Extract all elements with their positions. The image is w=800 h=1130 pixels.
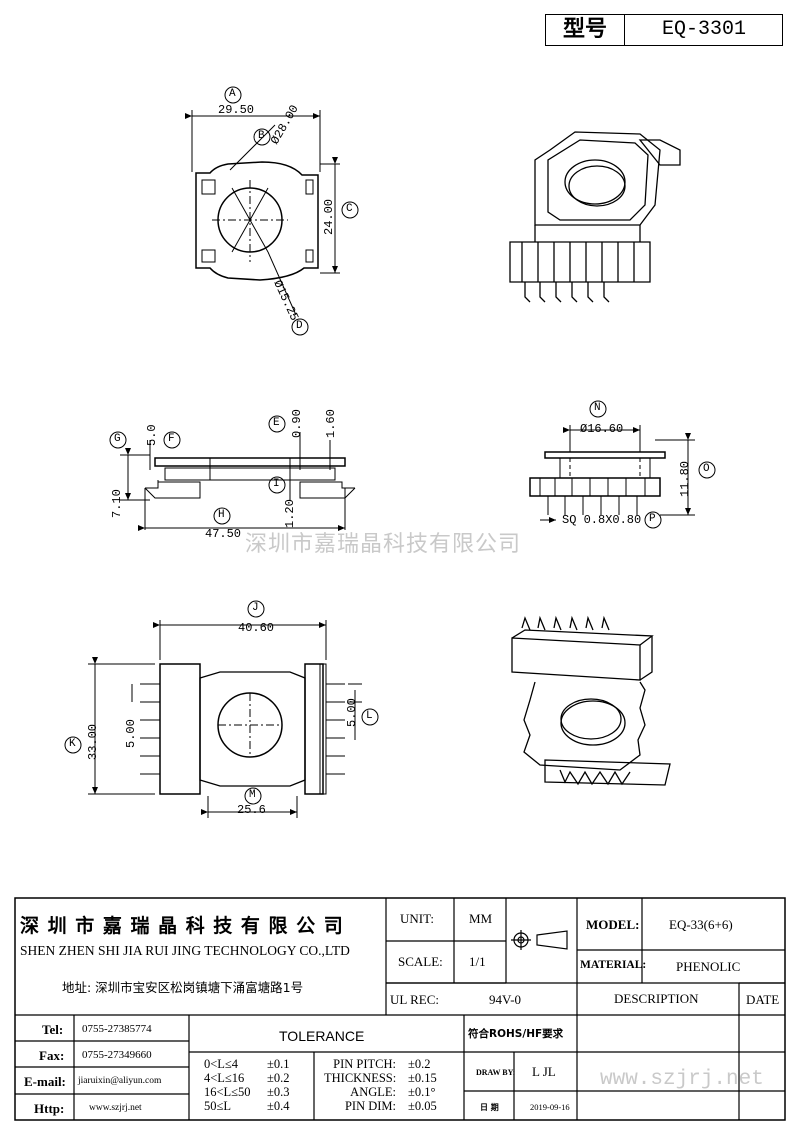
side-view [109, 415, 356, 531]
fax-value: 0755-27349660 [82, 1049, 152, 1061]
fax-label: Fax: [39, 1048, 65, 1063]
tolerance-values: ±0.1 ±0.2 ±0.3 ±0.4 [267, 1057, 290, 1113]
dim-g-value: 7.10 [110, 489, 124, 518]
tolerance-param-name: THICKNESS: [324, 1071, 397, 1085]
dim-f-value: 5.0 [145, 424, 159, 446]
dim-p-value: SQ 0.8X0.80 [562, 513, 642, 527]
date-header-label: DATE [746, 992, 780, 1007]
date-cn-label: 日 期 [480, 1103, 499, 1112]
label-j: J [252, 602, 259, 614]
tolerance-value: ±0.2 [267, 1071, 290, 1085]
label-h: H [218, 509, 225, 521]
company-name-en: SHEN ZHEN SHI JIA RUI JING TECHNOLOGY CO… [20, 943, 350, 958]
label-e: E [273, 417, 280, 429]
label-g: G [114, 433, 121, 445]
dim-o-value: 11.80 [678, 460, 692, 497]
dim-k-value: 33.00 [86, 723, 100, 760]
tolerance-range: 0<L≤4 [204, 1057, 239, 1071]
label-c: C [346, 203, 353, 215]
watermark-company: 深圳市嘉瑞晶科技有限公司 [245, 532, 522, 557]
unit-label: UNIT: [400, 911, 435, 926]
dim-top-value: 1.60 [324, 409, 338, 438]
tolerance-value: ±0.4 [267, 1099, 290, 1113]
label-m: M [249, 789, 256, 801]
tolerance-range: 50≤L [204, 1099, 231, 1113]
tel-value: 0755-27385774 [82, 1023, 152, 1035]
watermark-site: www.szjrj.net [600, 1068, 764, 1091]
dim-m-value: 25.6 [237, 803, 266, 817]
label-i: I [273, 478, 280, 490]
tolerance-label: TOLERANCE [279, 1028, 365, 1044]
label-b: B [258, 130, 265, 142]
label-n: N [594, 402, 601, 414]
http-label: Http: [34, 1101, 65, 1116]
title-block-grid [14, 897, 786, 1121]
email-label: E-mail: [24, 1074, 66, 1089]
rohs-note: 符合ROHS/HF要求 [468, 1028, 564, 1040]
dim-c-value: 24.00 [322, 198, 336, 235]
dim-a-value: 29.50 [218, 103, 255, 117]
scale-label: SCALE: [398, 954, 443, 969]
draw-by-value: L JL [532, 1064, 556, 1079]
scale-value: 1/1 [469, 954, 486, 969]
tolerance-param-value: ±0.05 [408, 1099, 437, 1113]
end-view [529, 400, 716, 529]
label-f: F [168, 433, 175, 445]
tolerance-value: ±0.1 [267, 1057, 290, 1071]
tolerance-value: ±0.3 [267, 1085, 290, 1099]
tolerance-ranges: 0<L≤4 4<L≤16 16<L≤50 50≤L [204, 1057, 251, 1113]
dim-l-value: 5.00 [345, 698, 359, 727]
dim-h-value: 47.50 [205, 527, 242, 541]
dim-j-value: 40.60 [238, 621, 275, 635]
label-a: A [229, 88, 236, 100]
technical-drawing [64, 86, 716, 818]
label-k: K [69, 738, 76, 750]
dim-n-value: Ø16.60 [580, 422, 624, 436]
material-label: MATERIAL: [580, 959, 647, 971]
material-value: PHENOLIC [676, 959, 741, 974]
dim-left-pitch-value: 5.00 [124, 719, 138, 748]
tolerance-param-value: ±0.15 [408, 1071, 437, 1085]
ul-rec-value: 94V-0 [489, 992, 522, 1007]
tolerance-range: 16<L≤50 [204, 1085, 251, 1099]
top-view [185, 86, 359, 336]
title-block: 深 圳 市 嘉 瑞 晶 科 技 有 限 公 司 SHEN ZHEN SHI JI… [14, 897, 786, 1121]
tolerance-range: 4<L≤16 [204, 1071, 245, 1085]
tolerance-param-value: ±0.2 [408, 1057, 431, 1071]
tolerance-params: PIN PITCH: THICKNESS: ANGLE: PIN DIM: [324, 1057, 396, 1113]
company-address: 地址: 深圳市宝安区松岗镇塘下涌富塘路1号 [62, 980, 304, 995]
tolerance-param-value: ±0.1° [408, 1085, 436, 1099]
tolerance-param-name: PIN PITCH: [333, 1057, 396, 1071]
model-value: EQ-33(6+6) [669, 917, 733, 932]
company-name-cn: 深 圳 市 嘉 瑞 晶 科 技 有 限 公 司 [20, 915, 344, 937]
date-value: 2019-09-16 [530, 1102, 570, 1112]
tel-label: Tel: [42, 1022, 64, 1037]
dim-i-value: 1.20 [283, 499, 297, 528]
unit-value: MM [469, 911, 493, 926]
draw-by-label: DRAW BY: [476, 1068, 516, 1077]
email-value: jiaruixin@aliyun.com [78, 1076, 162, 1086]
description-label: DESCRIPTION [614, 991, 699, 1006]
iso-view-top [509, 131, 681, 303]
part-number-box: 型号 EQ-3301 [545, 14, 783, 46]
tolerance-param-values: ±0.2 ±0.15 ±0.1° ±0.05 [408, 1057, 437, 1113]
label-l: L [366, 710, 373, 722]
ul-rec-label: UL REC: [390, 992, 439, 1007]
label-p: P [649, 513, 656, 525]
bottom-view [64, 600, 379, 818]
model-label: MODEL: [586, 917, 640, 932]
part-number-label: 型号 [546, 15, 625, 45]
tolerance-param-name: PIN DIM: [344, 1099, 396, 1113]
dim-e-value: 0.90 [290, 409, 304, 438]
iso-view-bottom [511, 615, 671, 786]
part-number-value: EQ-3301 [661, 18, 746, 41]
label-o: O [703, 463, 710, 475]
label-d: D [296, 320, 303, 332]
tolerance-param-name: ANGLE: [350, 1085, 396, 1099]
http-value: www.szjrj.net [89, 1103, 142, 1113]
